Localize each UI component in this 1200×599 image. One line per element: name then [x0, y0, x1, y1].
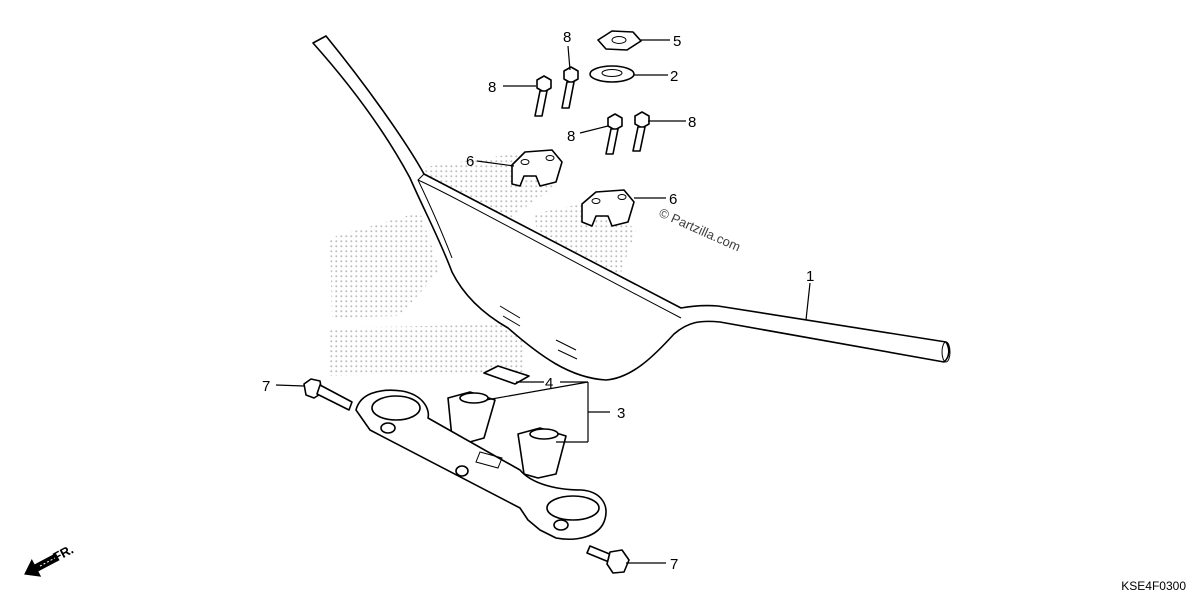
upper-holder-part — [581, 189, 635, 227]
pad-part — [483, 365, 530, 385]
nut-part — [597, 30, 642, 51]
callout-1: 1 — [806, 268, 814, 285]
callout-labels: 5 2 8 8 8 8 6 6 1 4 3 7 7 — [262, 29, 814, 573]
callout-6: 6 — [669, 191, 677, 208]
arrow-icon — [24, 553, 60, 577]
bolt-part — [534, 75, 552, 117]
washer-part — [589, 65, 635, 83]
lower-holder-part — [517, 427, 567, 479]
lower-holder-part — [447, 391, 496, 444]
callout-3: 3 — [617, 405, 625, 422]
callout-5: 5 — [673, 33, 681, 50]
callout-2: 2 — [670, 68, 678, 85]
callout-8: 8 — [688, 114, 696, 131]
callout-7: 7 — [670, 556, 678, 573]
callout-7: 7 — [262, 378, 270, 395]
bolt-part — [561, 66, 579, 109]
callout-6: 6 — [466, 153, 474, 170]
callout-4: 4 — [545, 375, 553, 392]
callout-8: 8 — [567, 128, 575, 145]
bolt-part — [632, 111, 650, 152]
watermark-text: © Partzilla.com — [657, 205, 743, 254]
callout-8: 8 — [563, 29, 571, 46]
top-bridge-part — [355, 389, 607, 540]
upper-holder-part — [511, 149, 563, 187]
callout-8: 8 — [488, 79, 496, 96]
front-direction-indicator: FR. — [24, 542, 76, 577]
diagram-code: KSE4F0300 — [1121, 579, 1186, 593]
bolt-part — [605, 113, 623, 155]
leader-lines — [275, 39, 811, 564]
pinch-bolt-part — [586, 545, 630, 574]
pinch-bolt-part — [303, 378, 353, 411]
handlebar-part — [312, 35, 951, 381]
